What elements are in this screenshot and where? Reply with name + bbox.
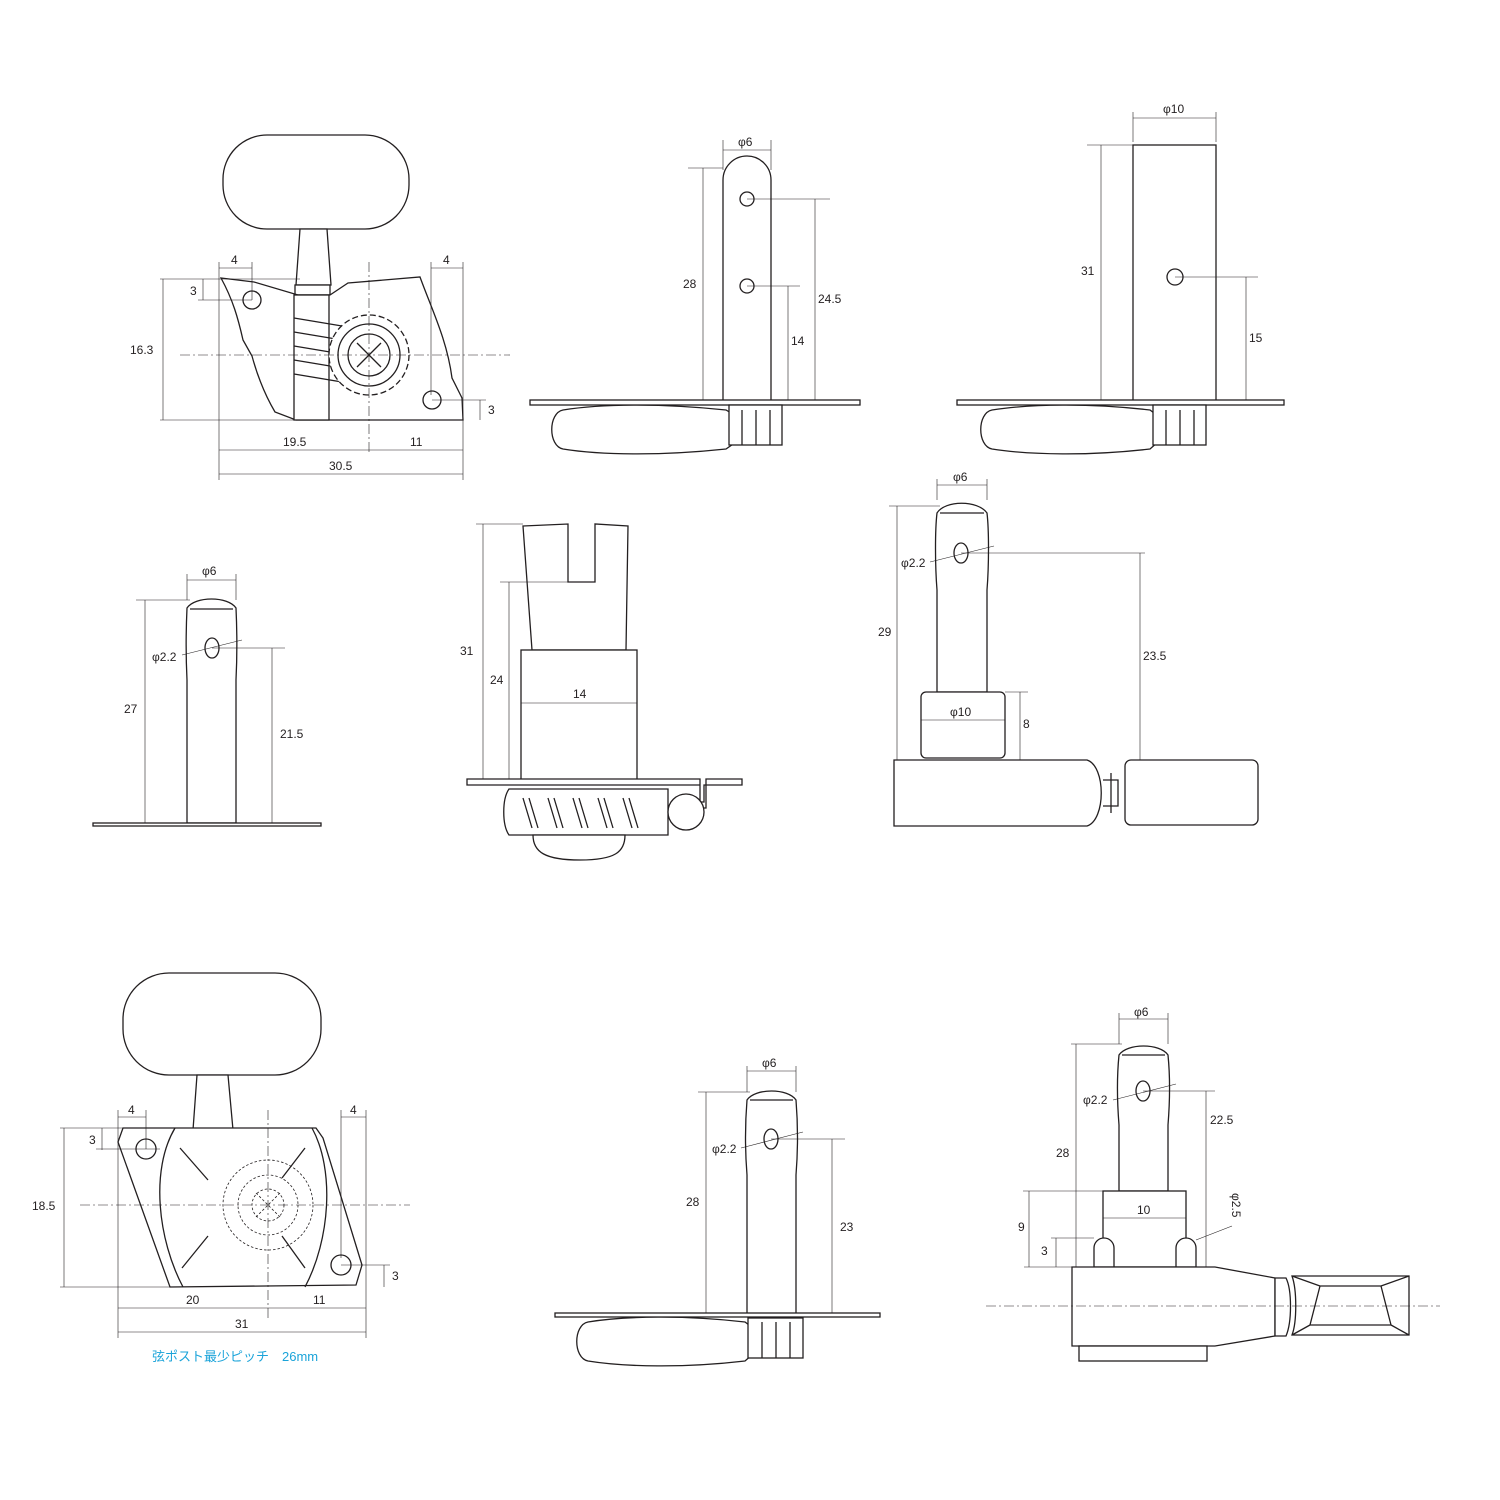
housing-plate [117, 1127, 363, 1288]
view-slotted-post: 31 24 14 [460, 523, 743, 861]
dim-31: 31 [460, 644, 474, 658]
post-bushing [520, 649, 638, 781]
dim-9: 9 [1018, 1220, 1025, 1234]
dim-3-bottom: 3 [392, 1269, 399, 1283]
dim-31: 31 [1081, 264, 1095, 278]
button-shaft [295, 228, 332, 286]
dim-phi6: φ6 [762, 1056, 777, 1070]
view-sealed-gear-pins: φ6 φ2.2 28 22.5 10 9 3 φ2.5 [986, 1005, 1440, 1362]
view-post-two-holes: φ6 28 24.5 14 [529, 135, 861, 455]
dim-phi6: φ6 [738, 135, 753, 149]
mounting-plate [956, 399, 1285, 406]
dim-28: 28 [683, 277, 697, 291]
dim-28: 28 [686, 1195, 700, 1209]
view-sealed-gear-side: φ6 φ2.2 29 23.5 φ10 8 [878, 470, 1259, 827]
shaft-collar [294, 284, 331, 296]
dim-23-5: 23.5 [1143, 649, 1167, 663]
dim-19-5: 19.5 [283, 435, 307, 449]
worm-end [667, 793, 705, 831]
dim-4-left: 4 [128, 1103, 135, 1117]
view-post-wide: φ10 31 15 [956, 102, 1285, 455]
housing-cover [159, 1127, 328, 1288]
mounting-plate [529, 399, 861, 406]
tuner-button [980, 404, 1159, 455]
dim-3: 3 [1041, 1244, 1048, 1258]
dim-23: 23 [840, 1220, 854, 1234]
tuner-button [551, 404, 737, 455]
gear-housing [893, 759, 1102, 827]
tuner-button [1291, 1275, 1410, 1336]
dim-phi6: φ6 [953, 470, 968, 484]
dim-24: 24 [490, 673, 504, 687]
dim-11: 11 [313, 1293, 326, 1307]
view-post-cross-hole: φ6 φ2.2 27 21.5 [92, 564, 322, 827]
dim-phi2-2: φ2.2 [152, 650, 177, 664]
tuner-button [1124, 759, 1259, 826]
dim-3-top: 3 [190, 284, 197, 298]
dim-3-top: 3 [89, 1133, 96, 1147]
dim-phi6: φ6 [1134, 1005, 1149, 1019]
string-post [934, 502, 990, 693]
mounting-plate [554, 1312, 881, 1318]
dim-phi10: φ10 [950, 705, 971, 719]
post-pitch-note: 弦ポスト最少ピッチ 26mm [152, 1349, 318, 1364]
worm-housing [503, 788, 669, 836]
dim-18-5: 18.5 [32, 1199, 56, 1213]
locating-pin [1093, 1237, 1115, 1268]
dim-4-right: 4 [350, 1103, 357, 1117]
worm-housing [293, 294, 330, 421]
string-post [185, 598, 238, 824]
gear-housing [1071, 1266, 1276, 1347]
dim-3-bottom: 3 [488, 403, 495, 417]
dim-24-5: 24.5 [818, 292, 842, 306]
dim-31: 31 [235, 1317, 249, 1331]
housing-base [1078, 1345, 1208, 1362]
shaft-link [1103, 773, 1119, 813]
dim-phi2-5: φ2.5 [1229, 1193, 1243, 1218]
dim-15: 15 [1249, 331, 1263, 345]
dim-14: 14 [573, 687, 587, 701]
tuner-button [576, 1316, 754, 1367]
dim-phi10: φ10 [1163, 102, 1184, 116]
dim-21-5: 21.5 [280, 727, 304, 741]
dim-phi2-2: φ2.2 [1083, 1093, 1108, 1107]
string-post [1116, 1045, 1171, 1192]
post-bushing [920, 691, 1006, 759]
button-shaft [192, 1074, 234, 1131]
view-side-open-gear: 4 4 3 3 16.3 19.5 11 30.5 [130, 134, 510, 480]
dim-11: 11 [410, 435, 423, 449]
mounting-plate [92, 822, 322, 827]
view-side-enclosed-gear: 4 4 3 3 18.5 20 11 31 弦ポスト最少ピッチ 26mm [32, 972, 410, 1364]
dim-29: 29 [878, 625, 892, 639]
dim-27: 27 [124, 702, 138, 716]
dim-28: 28 [1056, 1146, 1070, 1160]
gear-base [532, 834, 626, 861]
dim-10: 10 [1137, 1203, 1151, 1217]
view-post-front-button: φ6 φ2.2 28 23 [554, 1056, 881, 1367]
slotted-post-top [522, 523, 629, 651]
tuner-button [122, 972, 322, 1076]
string-post [744, 1090, 799, 1315]
dim-phi6: φ6 [202, 564, 217, 578]
dim-14: 14 [791, 334, 805, 348]
dim-8: 8 [1023, 717, 1030, 731]
dim-phi2-2: φ2.2 [712, 1142, 737, 1156]
shaft-collar [1274, 1277, 1292, 1337]
dim-30-5: 30.5 [329, 459, 353, 473]
dim-20: 20 [186, 1293, 200, 1307]
dim-22-5: 22.5 [1210, 1113, 1234, 1127]
tuner-button [222, 134, 410, 230]
dim-4-right: 4 [443, 253, 450, 267]
locating-pin [1175, 1237, 1197, 1268]
dim-phi2-2: φ2.2 [901, 556, 926, 570]
dim-16-3: 16.3 [130, 343, 154, 357]
dim-4-left: 4 [231, 253, 238, 267]
